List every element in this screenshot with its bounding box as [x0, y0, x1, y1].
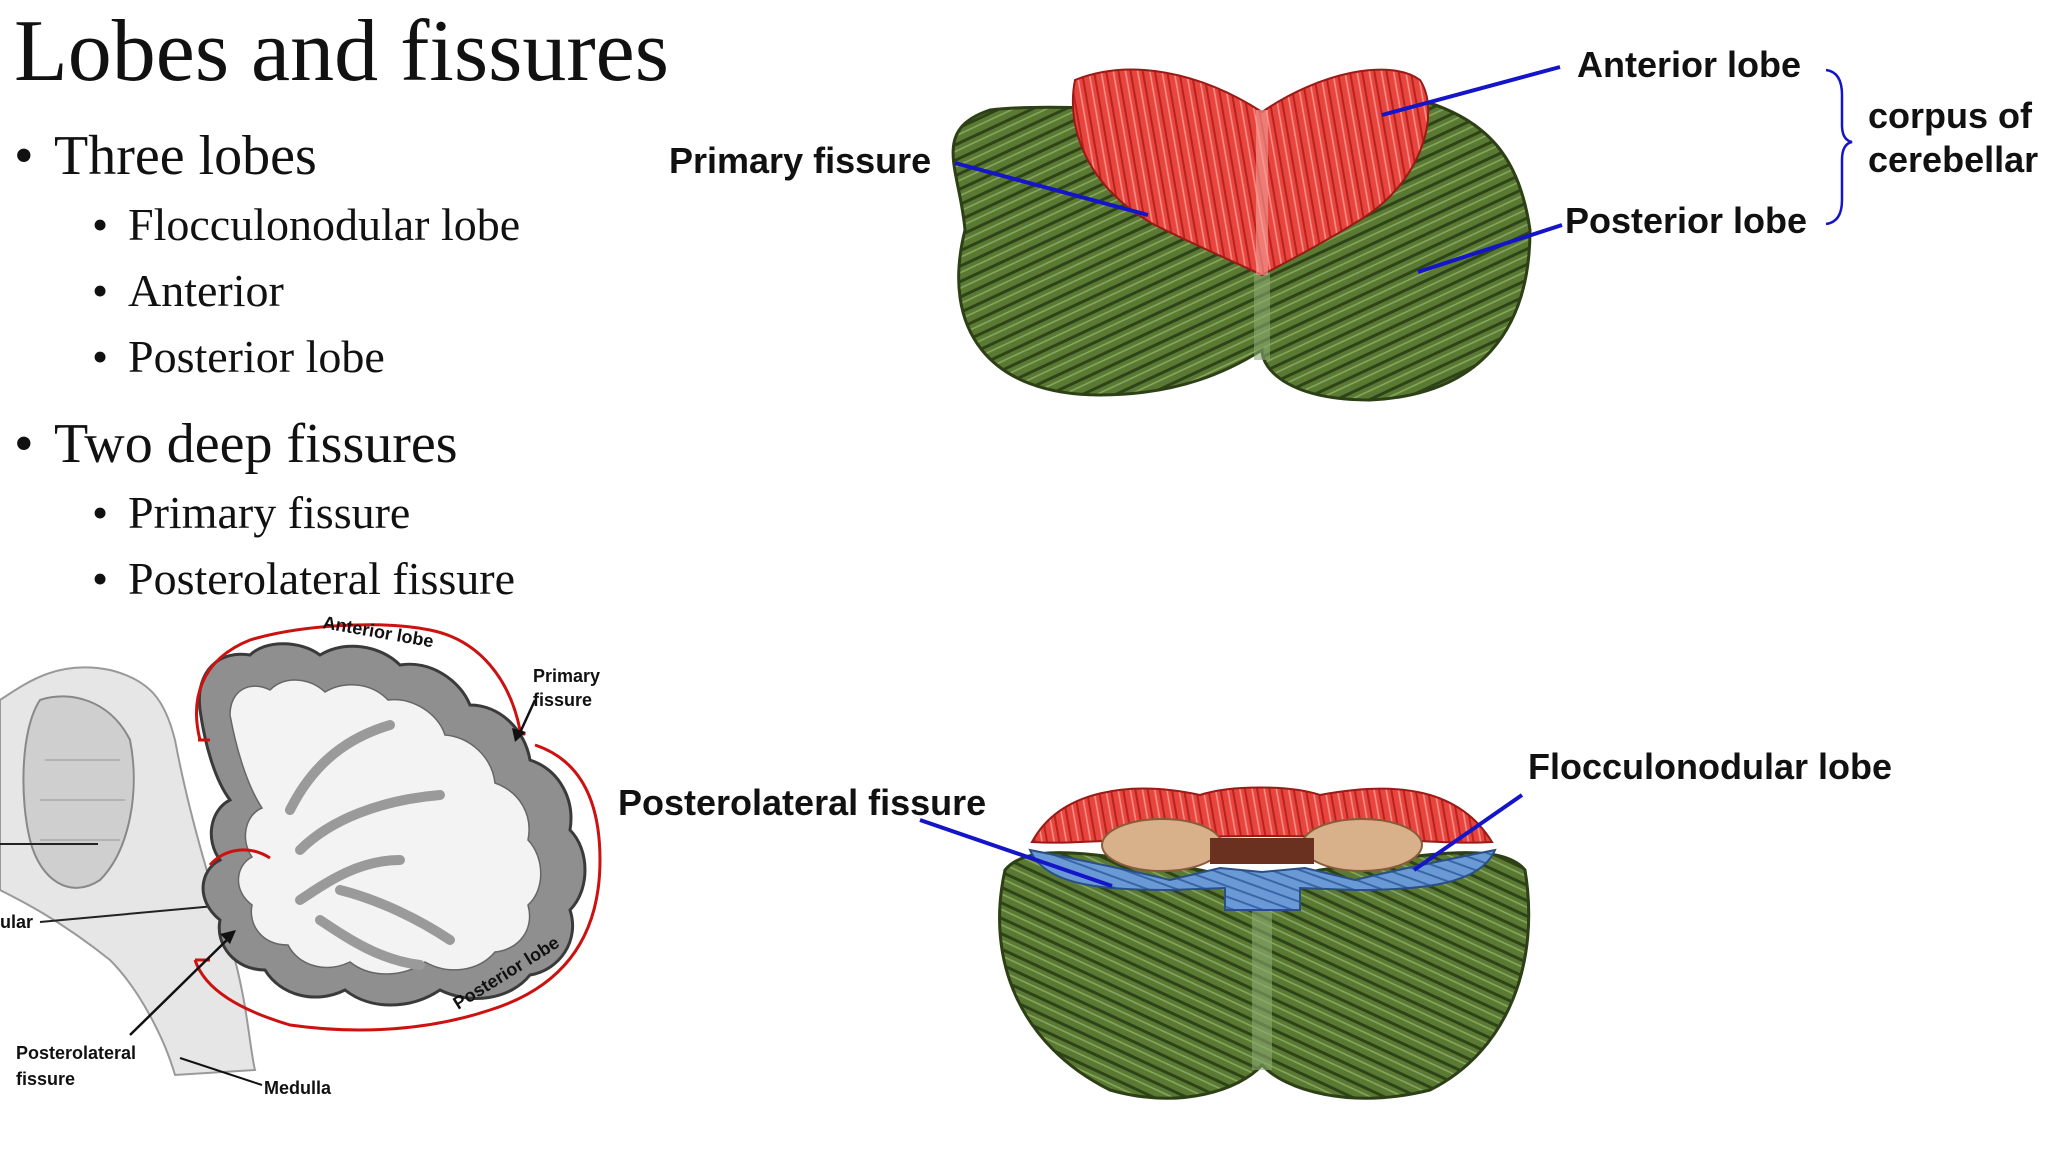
bullet-two-fissures: •Two deep fissures	[14, 413, 458, 475]
bullet-list: •Three lobes •Flocculonodular lobe •Ante…	[14, 120, 520, 612]
flocculonodular-leader	[1412, 793, 1524, 872]
flocculonodular-lobe-label: Flocculonodular lobe	[1528, 746, 1893, 787]
sagittal-anterior-lobe-label: Anterior lobe	[321, 612, 435, 651]
top-posterior-lobe-label: Posterior lobe	[1565, 200, 1808, 241]
primary-fissure-leader	[954, 161, 1149, 217]
posterolateral-fissure-label: Posterolateral fissure	[618, 782, 987, 823]
sagittal-cut-label: ular	[0, 912, 34, 932]
slide-title: Lobes and fissures	[14, 3, 669, 100]
sub-bullet-anterior: •Anterior	[92, 265, 284, 316]
bullet-three-lobes: •Three lobes	[14, 125, 317, 187]
sub-bullet-posterolateral-fissure: •Posterolateral fissure	[92, 553, 516, 604]
posterior-lobe-leader	[1417, 223, 1563, 274]
sub-bullet-primary-fissure: •Primary fissure	[92, 487, 411, 538]
top-anterior-lobe-label: Anterior lobe	[1577, 44, 1802, 85]
top-anterior-lobe-shape	[1071, 68, 1430, 277]
sub-bullet-flocculonodular: •Flocculonodular lobe	[92, 199, 521, 250]
top-primary-fissure-label: Primary fissure	[669, 140, 932, 181]
corpus-brace	[1825, 68, 1853, 226]
posterolateral-arrow	[129, 934, 233, 1036]
sagittal-medulla-label: Medulla	[264, 1078, 332, 1098]
sagittal-lobe-outlines	[193, 623, 602, 1032]
arbor-vitae-shape	[197, 642, 587, 1007]
brainstem-shape	[0, 666, 257, 1077]
medulla-leader	[179, 1057, 263, 1086]
bottom-anterior-lobe-shape	[1030, 786, 1494, 872]
anterior-lobe-leader	[1381, 65, 1561, 117]
bottom-flocculonodular-shape	[1028, 848, 1497, 911]
posterolateral-fissure-leader	[919, 818, 1113, 888]
sub-bullet-posterior: •Posterior lobe	[92, 331, 385, 382]
